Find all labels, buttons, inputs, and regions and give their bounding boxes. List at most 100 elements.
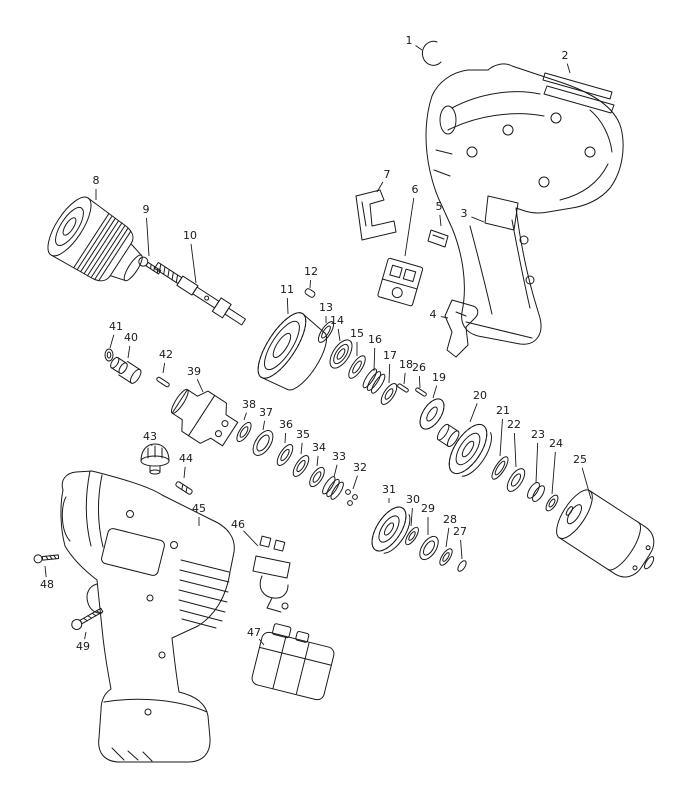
part-number-label-38: 38 — [242, 397, 256, 411]
part-number-label-45: 45 — [192, 501, 206, 515]
leader-line-20 — [469, 403, 478, 423]
pin-26 — [415, 387, 427, 397]
leader-line-37 — [262, 420, 266, 431]
part-number-label-41: 41 — [109, 319, 123, 333]
name-label-strips — [543, 73, 614, 113]
leader-line-32 — [352, 475, 358, 490]
pin-42 — [156, 377, 170, 388]
bushing-19 — [435, 423, 461, 448]
part-number-label-44: 44 — [179, 451, 193, 465]
leader-line-5 — [439, 214, 442, 227]
ring-13 — [316, 319, 337, 344]
part-number-label-19: 19 — [432, 370, 446, 384]
ball-27 — [456, 559, 468, 572]
part-number-label-12: 12 — [304, 264, 318, 278]
leader-line-27 — [460, 539, 463, 560]
chuck — [40, 191, 155, 299]
leader-line-36 — [284, 432, 287, 444]
leader-line-1 — [415, 45, 423, 51]
leader-line-30 — [410, 507, 413, 527]
part-number-label-11: 11 — [280, 282, 294, 296]
part-number-label-10: 10 — [183, 228, 197, 242]
switch-unit — [377, 258, 423, 306]
mode-change-cap — [141, 444, 169, 474]
leader-line-21 — [499, 418, 503, 457]
battery — [251, 621, 338, 701]
washer-35 — [290, 453, 311, 479]
leader-line-3 — [471, 216, 485, 223]
pin-44 — [175, 481, 193, 495]
part-number-label-32: 32 — [353, 460, 367, 474]
shaft-40 — [108, 354, 143, 385]
part-number-label-28: 28 — [443, 512, 457, 526]
washer-17 — [378, 381, 399, 407]
part-number-label-31: 31 — [382, 482, 396, 496]
trigger-mechanism — [253, 536, 290, 612]
leader-line-4 — [440, 316, 449, 319]
part-number-label-35: 35 — [296, 427, 310, 441]
spindle — [152, 259, 248, 329]
part-number-label-48: 48 — [40, 577, 54, 591]
leader-line-35 — [300, 442, 303, 455]
washer-30 — [403, 525, 421, 546]
leader-line-42 — [162, 362, 166, 374]
pin-18 — [397, 383, 409, 393]
part-number-label-49: 49 — [76, 639, 90, 653]
leader-line-23 — [535, 442, 539, 484]
leader-line-24 — [551, 451, 556, 495]
bit-holder-clip — [422, 41, 441, 65]
lock-off-lever — [356, 190, 396, 240]
spring-16 — [361, 367, 387, 395]
gear-20 — [442, 418, 499, 482]
gear-19 — [415, 395, 449, 433]
part-number-label-42: 42 — [159, 347, 173, 361]
part-number-label-8: 8 — [92, 173, 100, 187]
part-number-label-2: 2 — [561, 48, 569, 62]
part-number-label-33: 33 — [332, 449, 346, 463]
part-number-label-4: 4 — [429, 307, 437, 321]
hanger-strap — [445, 300, 478, 357]
part-number-label-23: 23 — [531, 427, 545, 441]
screw-48 — [34, 553, 59, 564]
leader-line-22 — [513, 432, 517, 468]
washer-36 — [274, 442, 295, 468]
part-number-label-39: 39 — [187, 364, 201, 378]
leader-line-12 — [309, 279, 311, 289]
main-body — [61, 471, 234, 762]
leader-line-9 — [146, 217, 150, 257]
leader-line-34 — [316, 455, 319, 467]
leader-line-41 — [109, 334, 115, 349]
part-number-label-1: 1 — [405, 33, 413, 47]
part-number-label-47: 47 — [247, 625, 261, 639]
bearing-14 — [326, 336, 357, 372]
washer-22 — [504, 466, 528, 494]
pin-12 — [304, 288, 316, 298]
part-number-label-27: 27 — [453, 524, 467, 538]
part-number-label-9: 9 — [142, 202, 150, 216]
leader-line-19 — [432, 385, 438, 399]
leader-line-6 — [404, 197, 415, 257]
leader-line-28 — [445, 527, 450, 548]
part-number-label-17: 17 — [383, 348, 397, 362]
washer-28 — [437, 547, 454, 567]
part-number-label-36: 36 — [279, 417, 293, 431]
washer-38 — [234, 420, 254, 443]
part-number-label-3: 3 — [460, 206, 468, 220]
part-number-label-37: 37 — [259, 405, 273, 419]
leader-line-10 — [190, 243, 197, 284]
part-number-label-29: 29 — [421, 501, 435, 515]
nut-41 — [105, 349, 113, 361]
leader-line-47 — [258, 638, 265, 646]
motor — [550, 485, 667, 588]
leader-line-25 — [581, 467, 592, 500]
part-number-label-24: 24 — [549, 436, 563, 450]
part-number-label-18: 18 — [399, 357, 413, 371]
leader-line-46 — [243, 530, 259, 547]
part-number-label-30: 30 — [406, 492, 420, 506]
leader-line-26 — [418, 375, 421, 389]
part-number-label-6: 6 — [411, 182, 419, 196]
gear-carrier — [163, 379, 243, 454]
